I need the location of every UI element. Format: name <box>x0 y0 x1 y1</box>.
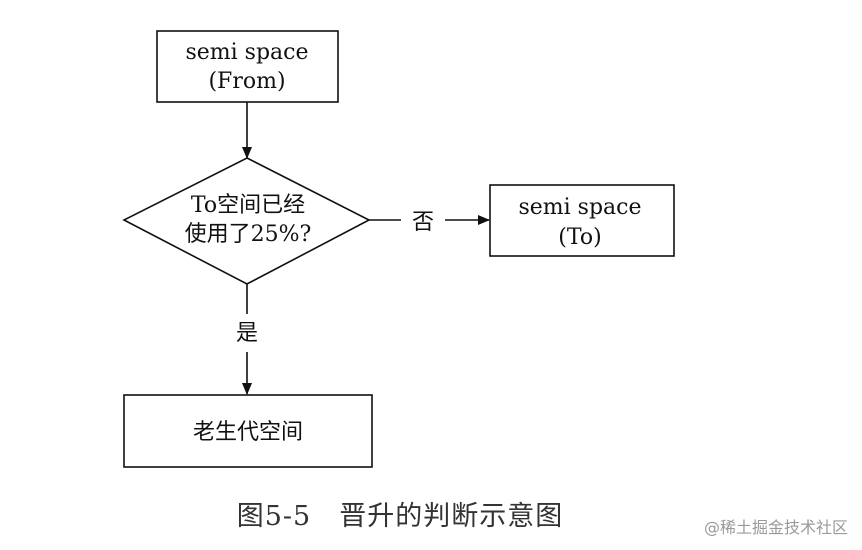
decision-label-line2: 使用了25%? <box>185 222 312 247</box>
figure-caption: 图5-5 晋升的判断示意图 <box>236 501 564 532</box>
decision-label-line1: To空间已经 <box>191 193 305 218</box>
no-edge-label: 否 <box>412 210 434 235</box>
to-space-label-line2: (To) <box>558 225 601 250</box>
to-space-node: semi space (To) <box>489 184 675 257</box>
yes-edge-label: 是 <box>236 321 258 346</box>
old-generation-node: 老生代空间 <box>123 394 373 468</box>
from-space-node: semi space (From) <box>156 30 339 103</box>
old-generation-label: 老生代空间 <box>193 420 303 445</box>
from-space-label-line1: semi space <box>185 40 308 65</box>
watermark: @稀土掘金技术社区 <box>703 518 848 537</box>
from-space-label-line2: (From) <box>208 69 285 94</box>
to-space-label-line1: semi space <box>518 195 641 220</box>
decision-node: To空间已经 使用了25%? <box>122 157 371 285</box>
